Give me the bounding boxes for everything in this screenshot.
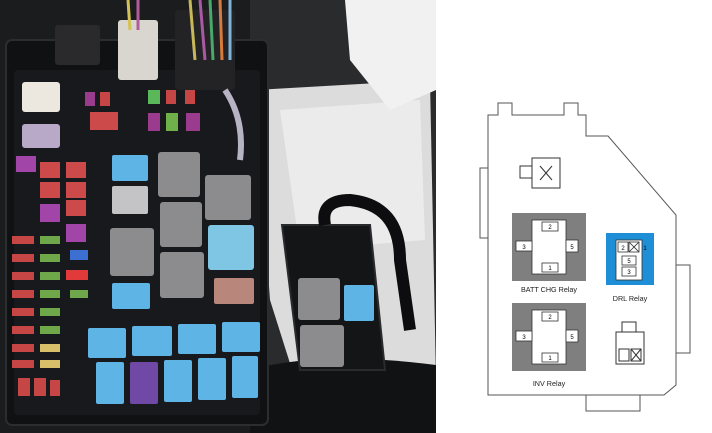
- batt-chg-pin-2: 2: [548, 225, 552, 231]
- connector-bottom: [615, 321, 645, 365]
- drl-pin-3: 3: [627, 270, 631, 276]
- batt-chg-relay-label: BATT CHG Relay: [521, 285, 577, 294]
- drl-pin-2: 2: [621, 246, 625, 252]
- connector-top: [519, 157, 561, 189]
- drl-relay: 2 1 5 3: [606, 233, 654, 285]
- batt-chg-relay: 2 3 5 1: [512, 213, 586, 281]
- relay-layout-diagram: 2 3 5 1 BATT CHG Relay 2 1 5 3 DRL Relay: [436, 0, 712, 433]
- inv-relay: 2 3 5 1: [512, 303, 586, 371]
- batt-chg-pin-5: 5: [570, 245, 574, 251]
- housing-outline: [487, 102, 677, 396]
- drl-pin-1: 1: [643, 246, 647, 252]
- batt-chg-pin-3: 3: [522, 245, 526, 251]
- inv-relay-label: INV Relay: [533, 379, 566, 388]
- fuse-box-photo: [0, 0, 436, 433]
- drl-pin-5: 5: [627, 259, 631, 265]
- inv-pin-5: 5: [570, 335, 574, 341]
- batt-chg-pin-1: 1: [548, 266, 552, 272]
- inv-pin-3: 3: [522, 335, 526, 341]
- drl-relay-label: DRL Relay: [613, 294, 648, 303]
- inv-pin-2: 2: [548, 315, 552, 321]
- inv-pin-1: 1: [548, 356, 552, 362]
